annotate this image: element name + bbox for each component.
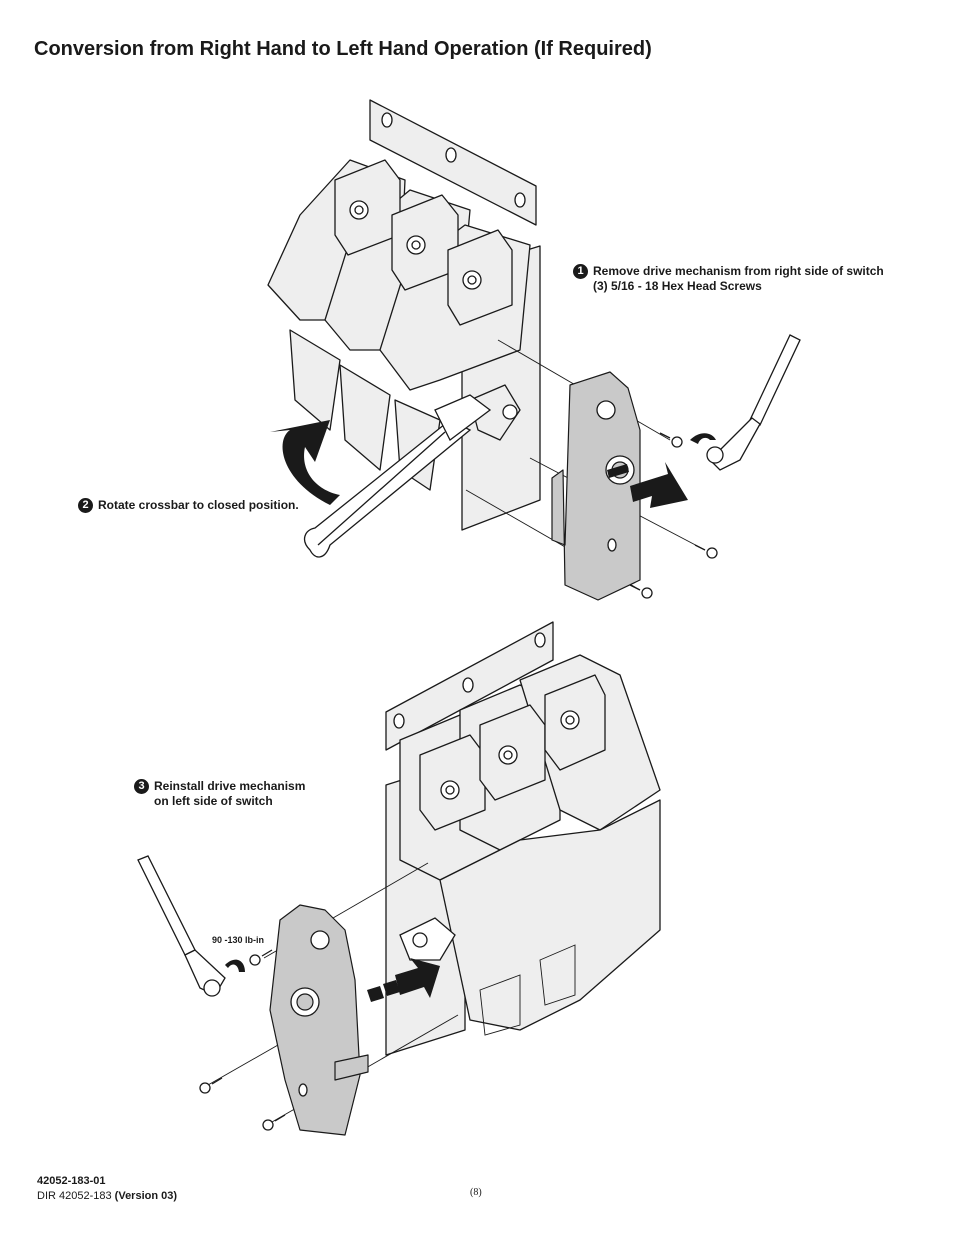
step-3-line-1: Reinstall drive mechanism — [154, 779, 306, 793]
page-title: Conversion from Right Hand to Left Hand … — [34, 38, 652, 60]
step-1-callout: 1 Remove drive mechanism from right side… — [573, 264, 884, 294]
document-number: 42052-183-01 — [37, 1175, 106, 1187]
document-version: (Version 03) — [114, 1190, 178, 1202]
page-number: (8) — [470, 1187, 482, 1198]
step-1-number: 1 — [573, 264, 588, 279]
step-3-number: 3 — [134, 779, 149, 794]
step-3-callout: 3 Reinstall drive mechanism on left side… — [134, 779, 305, 809]
dir-prefix: DIR 42052-183 — [37, 1190, 112, 1202]
step-3-text: Reinstall drive mechanism on left side o… — [154, 779, 305, 809]
step-1-line-2: (3) 5/16 - 18 Hex Head Screws — [593, 279, 762, 293]
step-2-text: Rotate crossbar to closed position. — [98, 498, 299, 513]
switch-assembly-left-hand — [137, 621, 661, 1136]
document-dir: DIR 42052-183 (Version 03) — [37, 1190, 177, 1202]
torque-label: 90 -130 lb-in — [212, 935, 265, 945]
step-2-line-1: Rotate crossbar to closed position. — [98, 498, 299, 512]
step-1-text: Remove drive mechanism from right side o… — [593, 264, 884, 294]
step-1-line-1: Remove drive mechanism from right side o… — [593, 264, 884, 278]
switch-assembly-right-hand — [267, 99, 801, 601]
step-3-line-2: on left side of switch — [154, 794, 273, 808]
step-2-callout: 2 Rotate crossbar to closed position. — [78, 498, 299, 513]
step-2-number: 2 — [78, 498, 93, 513]
